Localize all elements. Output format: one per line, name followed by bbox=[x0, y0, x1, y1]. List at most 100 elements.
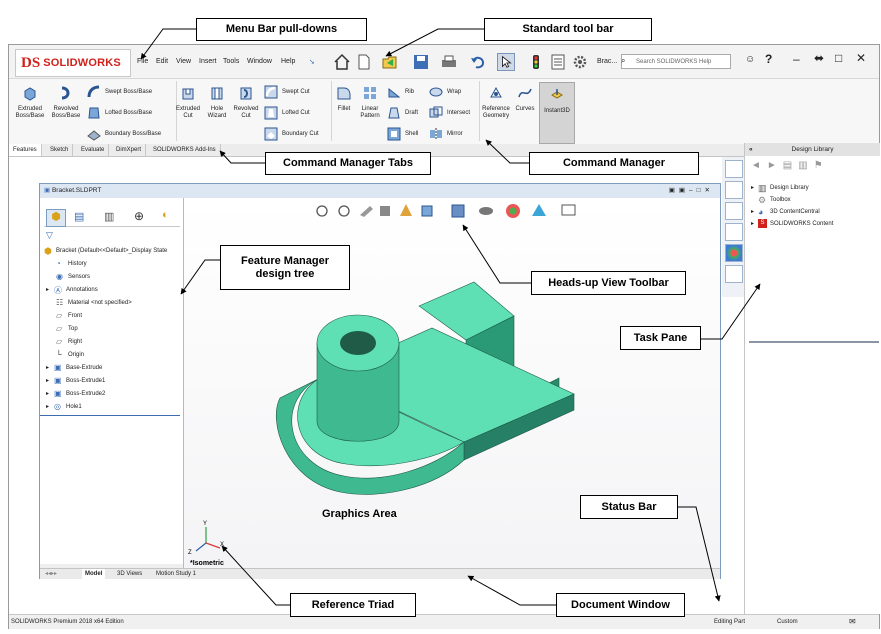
hole-wizard-button[interactable]: Hole Wizard bbox=[203, 85, 231, 120]
extruded-cut-button[interactable]: Extruded Cut bbox=[173, 85, 203, 120]
close-icon[interactable]: ✕ bbox=[856, 51, 867, 65]
maximize-icon[interactable]: □ bbox=[835, 51, 843, 65]
tree-item-hole1[interactable]: ▸◎Hole1 bbox=[46, 402, 82, 411]
swept-cut-button[interactable]: Swept Cut bbox=[264, 85, 310, 99]
search-help-input[interactable]: Search SOLIDWORKS Help bbox=[621, 54, 731, 69]
bracket-part-model[interactable] bbox=[276, 281, 575, 495]
undo-icon[interactable] bbox=[469, 53, 487, 71]
pin-icon[interactable]: ➘ bbox=[309, 59, 315, 66]
task-pane-splitter[interactable] bbox=[749, 341, 879, 343]
menu-insert[interactable]: Insert bbox=[199, 58, 217, 65]
tab-3d-views[interactable]: 3D Views bbox=[117, 571, 143, 577]
task-item-3d-contentcentral[interactable]: ▸◕3D ContentCentral bbox=[751, 207, 820, 217]
expand-arrow-icon[interactable]: ▸ bbox=[46, 404, 50, 410]
status-units[interactable]: Custom bbox=[777, 619, 798, 625]
zoom-to-fit-icon[interactable] bbox=[316, 205, 328, 217]
tab-evaluate[interactable]: Evaluate bbox=[77, 144, 110, 156]
design-library-icon[interactable] bbox=[725, 181, 743, 199]
rebuild-icon[interactable] bbox=[527, 53, 545, 71]
dimxpert-manager-tab-icon[interactable]: ⊕ bbox=[134, 209, 145, 223]
file-explorer-icon[interactable] bbox=[725, 202, 743, 220]
menu-file[interactable]: File bbox=[137, 58, 149, 65]
tab-solidworks-addins[interactable]: SOLIDWORKS Add-Ins bbox=[149, 144, 221, 156]
curves-button[interactable]: Curves bbox=[512, 85, 538, 113]
save-icon[interactable] bbox=[412, 53, 430, 71]
appearances-icon[interactable] bbox=[725, 244, 743, 262]
menu-view[interactable]: View bbox=[176, 58, 192, 65]
revolved-boss-button[interactable]: Revolved Boss/Base bbox=[49, 85, 83, 120]
rollback-bar[interactable] bbox=[40, 415, 180, 416]
solidworks-resources-icon[interactable] bbox=[725, 160, 743, 178]
shell-button[interactable]: Shell bbox=[387, 127, 418, 141]
apply-scene-icon[interactable] bbox=[532, 204, 546, 216]
restore-icon[interactable]: ⬌ bbox=[814, 51, 825, 65]
draft-button[interactable]: Draft bbox=[387, 106, 418, 120]
feature-tree-tab-icon[interactable]: ⬢ bbox=[46, 209, 66, 227]
tab-sketch[interactable]: Sketch bbox=[46, 144, 74, 156]
minimize-icon[interactable]: – bbox=[793, 52, 800, 66]
dynamic-annotation-icon[interactable] bbox=[400, 204, 412, 216]
boundary-cut-button[interactable]: Boundary Cut bbox=[264, 127, 319, 141]
tree-item-front-plane[interactable]: ▱Front bbox=[56, 311, 82, 320]
document-window-controls[interactable]: ▣▣–□✕ bbox=[668, 187, 714, 194]
property-manager-tab-icon[interactable]: ▤ bbox=[74, 211, 85, 223]
tree-item-boss-extrude2[interactable]: ▸▣Boss-Extrude2 bbox=[46, 389, 105, 398]
task-item-toolbox[interactable]: ⚙Toolbox bbox=[758, 195, 791, 205]
reference-geometry-button[interactable]: Reference Geometry bbox=[480, 85, 512, 120]
expand-arrow-icon[interactable]: ▸ bbox=[46, 287, 50, 293]
new-document-icon[interactable] bbox=[355, 53, 373, 71]
select-pointer-icon[interactable] bbox=[497, 53, 515, 71]
user-icon[interactable]: ☺ bbox=[745, 54, 756, 65]
zoom-to-area-icon[interactable] bbox=[338, 205, 350, 217]
configuration-manager-tab-icon[interactable]: ▥ bbox=[104, 211, 115, 223]
hide-show-items-icon[interactable] bbox=[479, 207, 493, 215]
collapse-chevron-icon[interactable]: « bbox=[749, 146, 753, 153]
tree-item-base-extrude[interactable]: ▸▣Base-Extrude bbox=[46, 363, 102, 372]
lofted-cut-button[interactable]: Lofted Cut bbox=[264, 106, 310, 120]
tab-model[interactable]: Model bbox=[82, 569, 106, 579]
help-icon[interactable]: ? bbox=[765, 52, 773, 66]
rib-button[interactable]: Rib bbox=[387, 85, 414, 99]
menu-tools[interactable]: Tools bbox=[223, 58, 240, 65]
tree-item-history[interactable]: ◔History bbox=[56, 259, 87, 268]
fillet-button[interactable]: Fillet bbox=[331, 85, 357, 113]
menu-edit[interactable]: Edit bbox=[156, 58, 169, 65]
wrap-button[interactable]: Wrap bbox=[429, 85, 461, 99]
menu-help[interactable]: Help bbox=[281, 58, 296, 65]
swept-boss-button[interactable]: Swept Boss/Base bbox=[87, 85, 152, 99]
feature-tree-horizontal-scrollbar[interactable] bbox=[40, 564, 183, 570]
expand-arrow-icon[interactable]: ▸ bbox=[751, 209, 755, 215]
boundary-boss-button[interactable]: Boundary Boss/Base bbox=[87, 127, 161, 141]
expand-arrow-icon[interactable]: ▸ bbox=[46, 378, 50, 384]
expand-arrow-icon[interactable]: ▸ bbox=[751, 221, 755, 227]
linear-pattern-button[interactable]: Linear Pattern bbox=[355, 85, 385, 120]
tree-item-origin[interactable]: └Origin bbox=[56, 350, 84, 359]
display-style-icon[interactable] bbox=[451, 204, 465, 218]
display-manager-tab-icon[interactable]: ◐ bbox=[162, 209, 169, 221]
status-chat-icon[interactable]: ✉ bbox=[849, 617, 856, 626]
revolved-cut-button[interactable]: Revolved Cut bbox=[231, 85, 261, 120]
tab-features[interactable]: Features bbox=[9, 144, 42, 156]
intersect-button[interactable]: Intersect bbox=[429, 106, 470, 120]
view-settings-icon[interactable] bbox=[561, 204, 576, 216]
options-gear-icon[interactable] bbox=[571, 53, 589, 71]
file-properties-icon[interactable] bbox=[549, 53, 567, 71]
open-document-icon[interactable] bbox=[381, 53, 399, 71]
section-view-icon[interactable] bbox=[380, 206, 390, 216]
filter-icon[interactable]: ▽ bbox=[46, 230, 53, 240]
view-palette-icon[interactable] bbox=[725, 223, 743, 241]
expand-arrow-icon[interactable]: ▸ bbox=[751, 185, 755, 191]
custom-properties-icon[interactable] bbox=[725, 265, 743, 283]
print-icon[interactable] bbox=[440, 53, 458, 71]
mirror-button[interactable]: Mirror bbox=[429, 127, 463, 141]
tab-motion-study[interactable]: Motion Study 1 bbox=[156, 571, 197, 577]
expand-arrow-icon[interactable]: ▸ bbox=[46, 391, 50, 397]
previous-view-icon[interactable] bbox=[360, 206, 373, 217]
home-icon[interactable] bbox=[333, 53, 351, 71]
lofted-boss-button[interactable]: Lofted Boss/Base bbox=[87, 106, 152, 120]
tree-item-material[interactable]: ☷Material <not specified> bbox=[56, 298, 132, 307]
menu-window[interactable]: Window bbox=[247, 58, 272, 65]
task-item-design-library[interactable]: ▸▥Design Library bbox=[751, 183, 809, 193]
